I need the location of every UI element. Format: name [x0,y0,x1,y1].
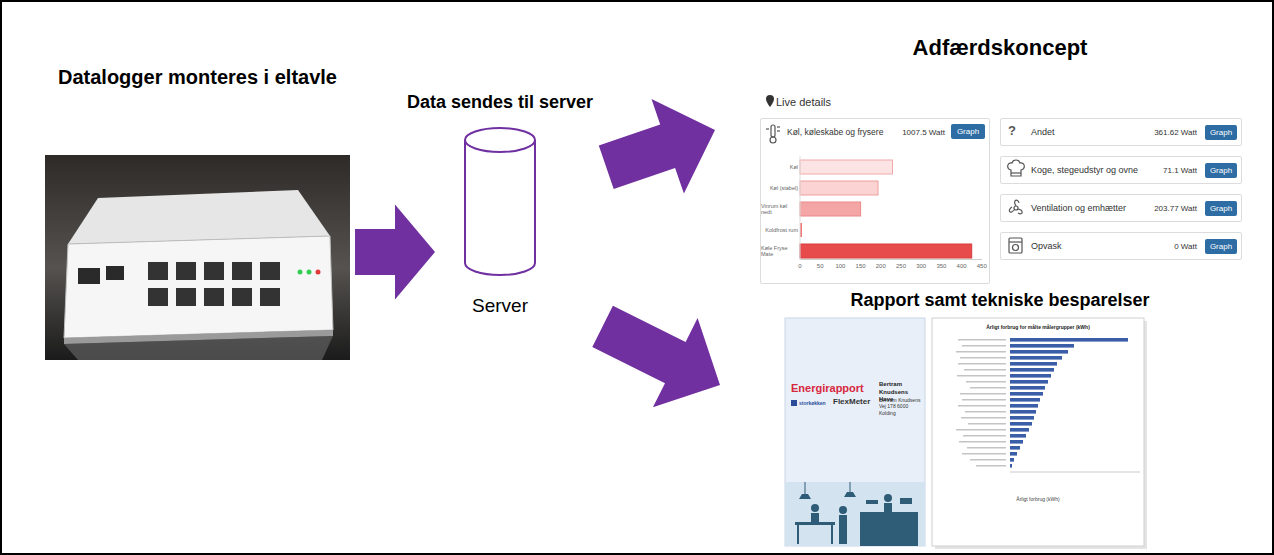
axis-tick: 50 [808,263,832,271]
category-card: Andet 361.62 Watt Graph [1000,118,1242,146]
bar-label: Køl [761,160,798,174]
power-value: 203.77 Watt [1139,204,1197,214]
chart-title: Årligt forbrug for målte målergrupper (k… [938,324,1138,330]
axis-tick: 200 [869,263,893,271]
server-node: Data sendes til serverServer [460,128,540,328]
axis-tick: 0 [788,263,812,271]
category-card: Opvask 0 Watt Graph [1000,232,1242,260]
panel-caption: Live details [776,96,831,110]
power-value: 71.1 Watt [1139,166,1197,176]
category-name: Ventilation og emhætter [1031,203,1126,214]
report-chart-page: Årligt forbrug for målte målergrupper (k… [932,318,1144,546]
behaviour-panel: AdfærdskonceptKøl, køleskabe og frysere 1… [715,30,1250,288]
graph-button: Graph [1205,125,1237,140]
report-cover [785,318,925,546]
logo-text: storkøkken [799,400,826,406]
logo-text: FlexMeter [833,397,870,407]
graph-button: Graph [1205,239,1237,254]
category-name: Køl, køleskabe og frysere [787,127,883,138]
flow-arrow [592,306,720,408]
power-value: 361.62 Watt [1139,128,1197,138]
server-label: Server [420,294,580,318]
category-card: Koge, stegeudstyr og ovne71.1 Watt Graph [1000,156,1242,184]
step-heading: Data sendes til server [340,91,660,114]
axis-tick: 150 [849,263,873,271]
report-cover: EnergirapportBertram Knudsens HaveBertra… [785,318,925,546]
icon-glyph: ? [1008,123,1016,139]
server-cylinder [465,128,535,275]
category-name: Koge, stegeudstyr og ovne [1031,165,1138,176]
datalogger-photo [45,155,350,360]
axis-title: Årligt forbrug (kWh) [938,496,1138,502]
bar-label: Koldfrost rum [761,223,798,237]
panel-heading: Adfærdskoncept [755,34,1245,62]
bar-label: Køle Fryse Mate [761,244,798,258]
graph-button: Graph [1205,201,1237,216]
datalogger-photo-box: Datalogger monteres i eltavle [45,155,350,360]
axis-tick: 250 [889,263,913,271]
graph-button: Graph [1205,163,1237,178]
panel-heading: Rapport samt tekniske besparelser [800,289,1200,312]
axis-tick: 100 [828,263,852,271]
axis-tick: 400 [950,263,974,271]
category-name: Opvask [1031,241,1062,252]
report-title: Energirapport [791,382,864,396]
report-panel: Rapport samt tekniske besparelserEnergir… [720,288,1150,550]
category-card: Ventilation og emhætter 203.77 Watt Graph [1000,194,1242,222]
step-heading: Datalogger monteres i eltavle [35,65,360,90]
flow-arrow [599,99,715,194]
report-chart-page [932,318,1147,549]
power-bars [800,156,982,260]
power-value: 0 Watt [1139,242,1197,252]
bar-label: Køl (stabel) [761,181,798,195]
category-card: Køl, køleskabe og frysere 1007.5 Watt Grap… [760,118,990,284]
graph-button: Graph [951,124,985,139]
axis-tick: 300 [909,263,933,271]
category-name: Andet [1031,127,1055,138]
power-value: 1007.5 Watt [889,128,945,138]
axis-tick: 450 [970,263,994,271]
axis-tick: 350 [929,263,953,271]
site-address: Bertram Knudsens Vej 178 6000 Kolding [879,397,923,416]
flow-arrow [355,205,435,300]
bar-label: Vinrum køl nedt [761,202,798,216]
